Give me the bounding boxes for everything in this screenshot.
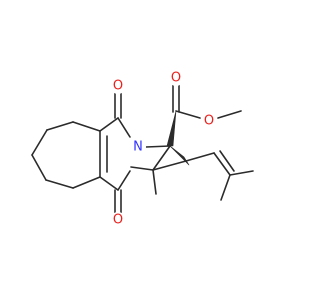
wedge-bond [166,110,177,147]
atom-o-top: O [110,78,126,94]
atom-label: O [204,114,214,129]
gem-dimethyl [130,166,157,195]
atom-label: O [171,71,181,86]
cyclohexene-ring [31,121,101,189]
bond [145,145,171,148]
atom-label: O [113,213,123,228]
bond [99,117,119,132]
carbonyl-top [114,92,122,119]
bond [31,154,47,181]
cyclopropane-ring [152,145,190,171]
carbonyl-bottom [114,189,122,215]
atom-o-ester-carbonyl: O [168,70,184,86]
bond [220,174,231,201]
bond [117,117,131,138]
bond [72,176,101,189]
bond [99,176,119,191]
bond [46,121,74,131]
atom-o-ester: O [201,113,217,129]
bond [117,170,131,191]
atom-n: N [130,139,146,155]
alkene-double-bond [213,150,235,176]
bond [72,121,101,132]
bond [175,110,201,119]
atom-o-bottom: O [110,212,126,228]
double-bond [99,130,108,178]
bond [45,179,74,189]
bond [185,152,215,162]
bond [31,129,48,156]
structure-diagram: O O O O N [31,70,254,228]
bond [229,170,254,176]
imide-ring [99,117,131,191]
ester-carbonyl [172,84,180,113]
atom-label: O [113,79,123,94]
bond [217,110,242,119]
atom-label: N [133,140,143,155]
